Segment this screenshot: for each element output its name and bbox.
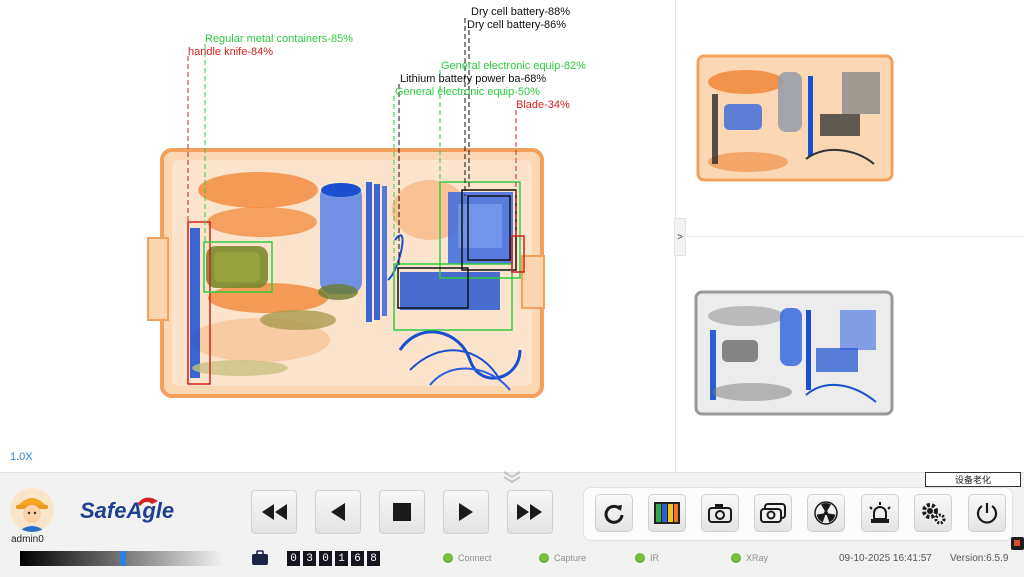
color-mode-button[interactable] — [648, 494, 686, 532]
status-capture: Capture — [539, 553, 586, 563]
step-backward-icon — [331, 503, 345, 521]
status-ir: IR — [635, 553, 659, 563]
power-button[interactable] — [968, 494, 1006, 532]
power-icon — [976, 503, 998, 524]
stop-icon — [393, 503, 411, 521]
counter-digit: 0 — [287, 551, 300, 566]
bag-icon — [252, 550, 268, 565]
snapshot-icon — [760, 503, 786, 523]
counter-digit: 3 — [303, 551, 316, 566]
main-xray-view[interactable]: Dry cell battery-88% Dry cell battery-86… — [0, 0, 674, 472]
play-button[interactable] — [443, 490, 489, 534]
counter-digit: 0 — [319, 551, 332, 566]
fast-forward-icon — [517, 504, 542, 520]
device-aging-button[interactable]: 设备老化 — [925, 472, 1021, 487]
collapse-chevron-icon[interactable] — [498, 470, 526, 484]
detection-label: handle knife-84% — [188, 46, 274, 58]
detection-label: General electronic equip-82% — [441, 60, 586, 72]
alarm-light-button[interactable] — [861, 494, 899, 532]
radiation-icon — [814, 501, 838, 525]
detection-label: Blade-34% — [516, 99, 570, 111]
detection-label: General electronic equip-50% — [395, 86, 540, 98]
radiation-button[interactable] — [807, 494, 845, 532]
bag-counter: 0 3 0 1 6 8 — [287, 551, 380, 566]
detection-label: Dry cell battery-88% — [471, 6, 571, 18]
status-dot — [539, 553, 549, 563]
counter-digit: 8 — [367, 551, 380, 566]
status-dot — [635, 553, 645, 563]
fast-forward-button[interactable] — [507, 490, 553, 534]
status-label: Connect — [458, 553, 492, 563]
fast-backward-icon — [262, 504, 287, 520]
xray-scan-image — [147, 18, 545, 398]
alarm-light-icon — [869, 502, 891, 523]
zoom-level: 1.0X — [10, 451, 33, 463]
status-dot — [731, 553, 741, 563]
datetime: 09-10-2025 16:41:57 — [839, 553, 932, 564]
status-dot — [443, 553, 453, 563]
status-connect: Connect — [443, 553, 492, 563]
brand-name: SafeAgle — [80, 498, 174, 523]
counter-digit: 1 — [335, 551, 348, 566]
avatar[interactable] — [10, 488, 54, 532]
settings-gear-icon — [922, 503, 946, 525]
thumbnail-divider — [684, 236, 1024, 237]
corner-indicator-icon — [1011, 537, 1024, 550]
settings-button[interactable] — [914, 494, 952, 532]
username: admin0 — [11, 534, 44, 545]
user-avatar-icon — [10, 488, 54, 532]
play-icon — [459, 503, 473, 521]
fast-backward-button[interactable] — [251, 490, 297, 534]
brand-logo: SafeAgle — [80, 495, 210, 527]
grayscale-level-bar[interactable] — [20, 551, 223, 566]
grayscale-level-marker[interactable] — [120, 551, 126, 566]
color-mode-icon — [654, 502, 680, 524]
camera-button[interactable] — [701, 494, 739, 532]
status-label: XRay — [746, 553, 769, 563]
snapshot-button[interactable] — [754, 494, 792, 532]
refresh-icon — [604, 504, 624, 524]
status-label: IR — [650, 553, 659, 563]
detection-label: Dry cell battery-86% — [467, 19, 567, 31]
side-panel-toggle[interactable]: > — [674, 218, 686, 256]
detection-label: Regular metal containers-85% — [205, 33, 353, 45]
refresh-button[interactable] — [595, 494, 633, 532]
stop-button[interactable] — [379, 490, 425, 534]
status-xray: XRay — [731, 553, 768, 563]
counter-digit: 6 — [351, 551, 364, 566]
step-backward-button[interactable] — [315, 490, 361, 534]
thumbnail-grayscale-view[interactable] — [694, 290, 894, 416]
camera-icon — [708, 504, 732, 523]
detection-label: Lithium battery power ba-68% — [400, 73, 547, 85]
chevron-right-icon: > — [677, 231, 683, 243]
status-label: Capture — [554, 553, 587, 563]
version: Version:6.5.9 — [950, 553, 1009, 564]
thumbnail-color-view[interactable] — [696, 54, 894, 182]
